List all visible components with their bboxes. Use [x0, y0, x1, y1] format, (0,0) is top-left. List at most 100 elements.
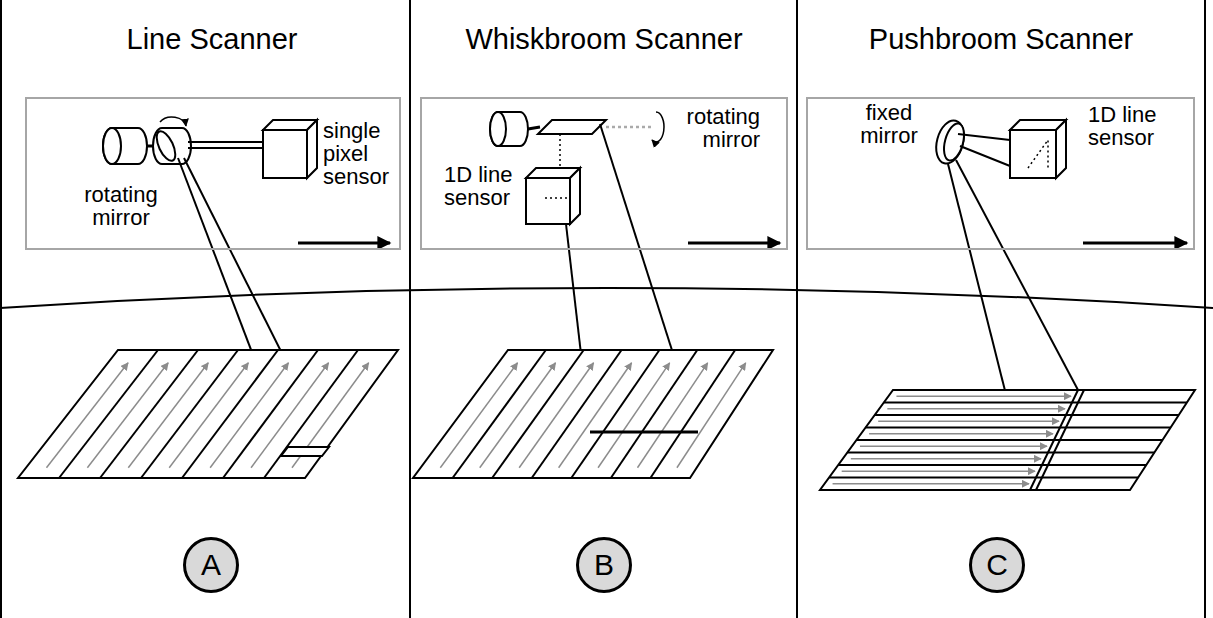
sensor-platform-box: rotating mirror single pixel sensor	[25, 97, 401, 250]
row-line	[866, 427, 1171, 429]
scan-direction-arrow	[887, 408, 1065, 410]
sensor-cube	[526, 178, 570, 224]
strip-line	[453, 350, 546, 478]
panel-title: Whiskbroom Scanner	[414, 24, 794, 56]
sensor-cube	[263, 130, 307, 178]
row-line	[884, 402, 1187, 404]
shaft	[528, 127, 540, 129]
beam	[960, 146, 1010, 166]
view-beam	[956, 160, 1078, 390]
scan-direction-arrow	[677, 363, 746, 468]
scan-direction-arrow	[169, 363, 248, 468]
panel-divider	[796, 0, 798, 618]
panel-letter-circle: C	[969, 537, 1025, 593]
scan-direction-arrow	[210, 363, 288, 468]
scan-direction-arrow	[559, 363, 632, 468]
sensor-line	[1028, 140, 1048, 168]
part-label: rotating mirror	[668, 105, 760, 151]
scan-direction-arrow	[519, 363, 593, 468]
motion-arrow	[688, 242, 780, 245]
scan-direction-arrow	[128, 363, 208, 468]
row-line	[857, 439, 1163, 441]
strip-line	[182, 350, 278, 478]
row-line	[829, 477, 1138, 479]
panel-letter: C	[986, 550, 1008, 580]
scan-direction-arrow	[833, 483, 1029, 485]
scanned-pixel	[281, 447, 329, 456]
panel-letter: A	[201, 550, 221, 580]
scan-direction-arrow	[842, 471, 1035, 473]
scan-line	[590, 431, 698, 434]
row-line	[875, 414, 1179, 416]
sensor-cube	[307, 120, 317, 178]
rotation-arrow	[652, 112, 664, 142]
beam	[188, 147, 263, 149]
part-label: 1D line sensor	[444, 163, 522, 209]
panel-title: Line Scanner	[22, 24, 402, 56]
ground-grid	[820, 390, 1195, 490]
panel-letter: B	[594, 550, 614, 580]
strip-line	[650, 350, 735, 478]
scan-direction-arrow	[440, 363, 517, 468]
scan-direction-arrow	[46, 363, 128, 468]
panel-title: Pushbroom Scanner	[811, 24, 1191, 56]
sensor-cube	[1010, 130, 1056, 178]
rotating-mirror	[153, 129, 179, 164]
scan-direction-arrow	[480, 363, 556, 468]
motor-cylinder	[103, 128, 147, 164]
strip-line	[611, 350, 697, 478]
motion-arrow	[298, 242, 390, 245]
sensor-cube	[570, 168, 580, 224]
panel-border	[1204, 0, 1206, 618]
panel-divider	[409, 0, 411, 618]
panel-letter-circle: B	[576, 537, 632, 593]
fixed-mirror	[932, 117, 969, 166]
strip-line	[141, 350, 238, 478]
part-label: rotating mirror	[73, 183, 169, 229]
strip-line	[264, 350, 358, 478]
strip-line	[532, 350, 622, 478]
motion-arrow	[1083, 242, 1187, 245]
scan-direction-arrow	[869, 433, 1053, 435]
row-line	[847, 452, 1154, 454]
beam	[188, 141, 263, 143]
rotating-mirror	[538, 120, 606, 134]
beam	[958, 134, 1010, 140]
scan-direction-arrow	[637, 363, 707, 468]
rotation-arrow	[160, 117, 186, 126]
ground-grid	[413, 350, 773, 478]
sensor-cube	[1056, 120, 1066, 178]
strip-line	[571, 350, 659, 478]
motor-face	[103, 128, 121, 164]
strip-line	[59, 350, 158, 478]
scan-direction-arrow	[878, 421, 1059, 423]
strip-line	[100, 350, 198, 478]
panel-border	[0, 0, 2, 618]
motor-face	[490, 112, 506, 146]
sensor-line	[545, 134, 568, 198]
sensor-platform-box: rotating mirror 1D line sensor	[420, 97, 788, 250]
strip-line	[223, 350, 318, 478]
part-label: single pixel sensor	[323, 119, 395, 188]
scan-direction-arrow	[251, 363, 328, 468]
horizon-curve	[0, 288, 1213, 308]
scan-direction-arrow	[87, 363, 168, 468]
part-label: 1D line sensor	[1088, 103, 1170, 149]
rotation-axis	[606, 126, 652, 129]
fixed-mirror	[940, 121, 967, 162]
scan-line	[1030, 390, 1078, 490]
row-line	[838, 464, 1146, 466]
scan-line	[590, 431, 698, 434]
panel-letter-circle: A	[183, 537, 239, 593]
part-label: fixed mirror	[848, 101, 930, 147]
motor-cylinder	[490, 112, 528, 146]
scan-direction-arrow	[896, 396, 1071, 398]
scan-direction-arrow	[860, 446, 1047, 448]
sensor-platform-box: fixed mirror 1D line sensor	[806, 97, 1195, 250]
strip-line	[492, 350, 584, 478]
scan-direction-arrow	[851, 458, 1041, 460]
ground-grid	[18, 350, 398, 478]
scan-line	[1036, 390, 1084, 490]
scan-direction-arrow	[598, 363, 670, 468]
